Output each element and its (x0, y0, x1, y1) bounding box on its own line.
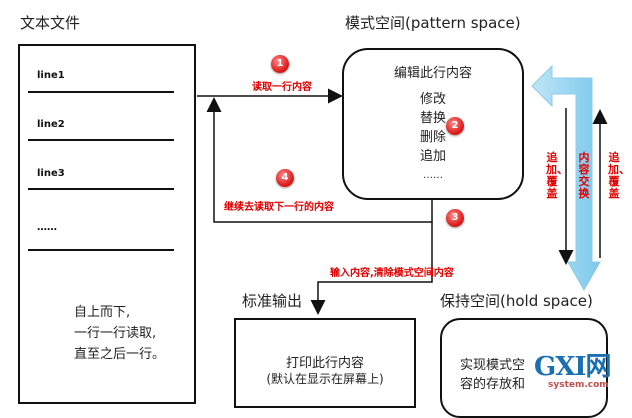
op-delete: 删除 (419, 130, 446, 145)
hold-text-2: 容的存放和 (460, 377, 526, 392)
edit-operations-list: 修改 替换 删除 追加 …… (344, 90, 522, 185)
line-3-label: line3 (37, 168, 65, 179)
output-text-2: (默认在显示在屏幕上) (266, 372, 384, 386)
description-line-1: 自上而下, (74, 305, 131, 320)
watermark-logo: GXI网 system.com (534, 352, 630, 396)
line-ellipsis-label: …… (37, 222, 57, 233)
output-text-1: 打印此行内容 (285, 356, 364, 371)
line-1-rule (28, 91, 174, 93)
pattern-space-title: 模式空间(pattern space) (345, 14, 521, 32)
exchange-right-label: 追加、覆盖 (608, 151, 630, 200)
watermark-brand: GXI网 (534, 352, 612, 382)
line-2-label: line2 (37, 119, 65, 130)
exchange-center-label: 内容交换 (578, 151, 590, 200)
op-replace: 替换 (419, 111, 446, 126)
watermark-site: system.com (548, 380, 609, 390)
line-2-rule (28, 139, 174, 141)
hold-text-1: 实现模式空 (460, 358, 526, 373)
exchange-left-label: 追加、覆盖 (546, 151, 568, 200)
description-line-2: 一行一行读取, (74, 326, 157, 341)
op-ellipsis: …… (423, 170, 443, 181)
exchange-arrow (531, 64, 601, 292)
output-box: 打印此行内容 (默认在显示在屏幕上) (234, 318, 416, 408)
line-1-label: line1 (37, 70, 65, 81)
step-4-badge: 4 (276, 169, 294, 187)
step-3-label: 输入内容,清除模式空间内容 (330, 268, 454, 279)
description-line-3: 直至之后一行。 (74, 347, 166, 362)
output-arrow (310, 222, 433, 315)
hold-space-title: 保持空间(hold space) (440, 292, 593, 310)
step-1-badge: 1 (271, 55, 289, 73)
text-file-box: line1 line2 line3 …… 自上而下, 一行一行读取, 直至之后一… (18, 44, 196, 404)
pattern-space-heading: 编辑此行内容 (393, 66, 472, 81)
output-title: 标准输出 (242, 292, 303, 310)
step-3-badge: 3 (446, 209, 464, 227)
op-append: 追加 (419, 149, 446, 164)
step-1-label: 读取一行内容 (252, 82, 312, 93)
step-4-label: 继续去读取下一行的内容 (224, 202, 334, 213)
step-2-badge: 2 (446, 117, 464, 135)
op-modify: 修改 (419, 92, 446, 107)
hold-space-text: 实现模式空 容的存放和 (460, 356, 525, 394)
text-file-title: 文本文件 (20, 14, 81, 32)
loop-back-arrow (206, 97, 433, 223)
line-4-rule (28, 249, 174, 251)
line-3-rule (28, 188, 174, 190)
pattern-space-box: 编辑此行内容 修改 替换 删除 追加 …… (342, 48, 524, 200)
text-file-description: 自上而下, 一行一行读取, 直至之后一行。 (74, 302, 165, 365)
